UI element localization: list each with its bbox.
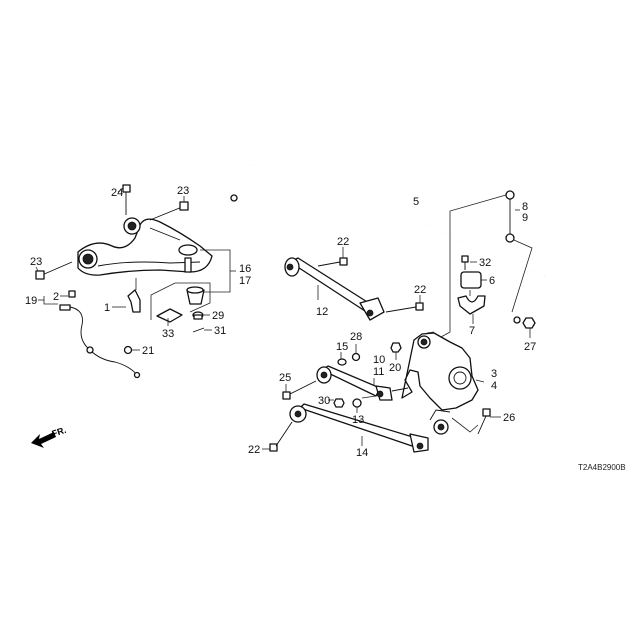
label-13[interactable]: 13	[352, 414, 364, 426]
bolt-23-left[interactable]	[35, 261, 73, 280]
label-9[interactable]: 9	[522, 212, 528, 224]
bolt-25[interactable]	[282, 380, 317, 400]
label-25[interactable]: 25	[279, 372, 291, 384]
label-29[interactable]: 29	[212, 310, 224, 322]
nut-30[interactable]	[333, 398, 345, 408]
upper-arm-12[interactable]	[284, 257, 385, 321]
label-17[interactable]: 17	[239, 275, 251, 287]
nut-28[interactable]	[351, 352, 361, 362]
label-8[interactable]: 8	[522, 201, 528, 213]
cap-29[interactable]	[192, 311, 204, 320]
label-23-upper[interactable]: 23	[177, 185, 189, 197]
label-30[interactable]: 30	[318, 395, 330, 407]
knuckle-3-4[interactable]	[401, 332, 479, 435]
label-21[interactable]: 21	[142, 345, 154, 357]
label-19[interactable]: 19	[25, 295, 37, 307]
label-4[interactable]: 4	[491, 380, 497, 392]
label-5[interactable]: 5	[413, 196, 419, 208]
holder-7[interactable]	[457, 295, 486, 315]
label-28[interactable]: 28	[350, 331, 362, 343]
bolt-21[interactable]	[123, 345, 133, 355]
label-23-left[interactable]: 23	[30, 256, 42, 268]
label-27[interactable]: 27	[524, 341, 536, 353]
lower-link-14[interactable]	[289, 403, 429, 453]
lower-arm-10-11[interactable]	[316, 365, 409, 401]
label-24[interactable]: 24	[111, 187, 123, 199]
label-22-upper-b[interactable]: 22	[414, 284, 426, 296]
bolt-23-upper[interactable]	[149, 201, 189, 221]
label-33[interactable]: 33	[162, 328, 174, 340]
label-20[interactable]: 20	[389, 362, 401, 374]
bushing-6[interactable]	[460, 271, 482, 289]
stabilizer-link-8-9[interactable]	[505, 190, 520, 243]
front-direction-label: FR.	[51, 425, 68, 439]
label-16[interactable]: 16	[239, 263, 251, 275]
washer-13[interactable]	[352, 398, 362, 408]
label-22-lower[interactable]: 22	[248, 444, 260, 456]
bolt-22-upper-b[interactable]	[385, 302, 424, 313]
nut-20[interactable]	[390, 342, 402, 353]
label-2[interactable]: 2	[53, 291, 59, 303]
label-3[interactable]: 3	[491, 368, 497, 380]
plate-33[interactable]	[156, 308, 183, 323]
bolt-26[interactable]	[477, 408, 491, 435]
label-15[interactable]: 15	[336, 341, 348, 353]
label-10[interactable]: 10	[373, 354, 385, 366]
label-14[interactable]: 14	[356, 447, 368, 459]
nut-27[interactable]	[522, 317, 536, 329]
bracket-1[interactable]	[127, 278, 141, 313]
label-26[interactable]: 26	[503, 412, 515, 424]
label-7[interactable]: 7	[469, 325, 475, 337]
bolt-32[interactable]	[461, 255, 469, 270]
label-31[interactable]: 31	[214, 325, 226, 337]
label-6[interactable]: 6	[489, 275, 495, 287]
diagram-code: T2A4B2900B	[578, 463, 626, 472]
label-12[interactable]: 12	[316, 306, 328, 318]
pin-31[interactable]	[192, 327, 205, 333]
stabilizer-bar-5[interactable]	[230, 163, 546, 324]
bolt-24[interactable]	[122, 184, 131, 215]
label-32[interactable]: 32	[479, 257, 491, 269]
sensor-harness-19[interactable]	[59, 304, 141, 379]
label-22-upper-a[interactable]: 22	[337, 236, 349, 248]
callout-labels: 24 23 23 16 17 2 19 1 29 31 33 21 5 8 9 …	[25, 185, 536, 459]
front-direction-arrow-icon	[31, 432, 56, 448]
bolt-22-upper-a[interactable]	[317, 257, 348, 267]
bushing-16-17[interactable]	[186, 286, 205, 305]
label-1[interactable]: 1	[104, 302, 110, 314]
washer-15[interactable]	[337, 358, 347, 366]
clip-2[interactable]	[68, 290, 76, 298]
lower-control-arm[interactable]	[77, 217, 213, 276]
label-11[interactable]: 11	[373, 366, 384, 378]
bolt-22-lower[interactable]	[269, 421, 293, 452]
